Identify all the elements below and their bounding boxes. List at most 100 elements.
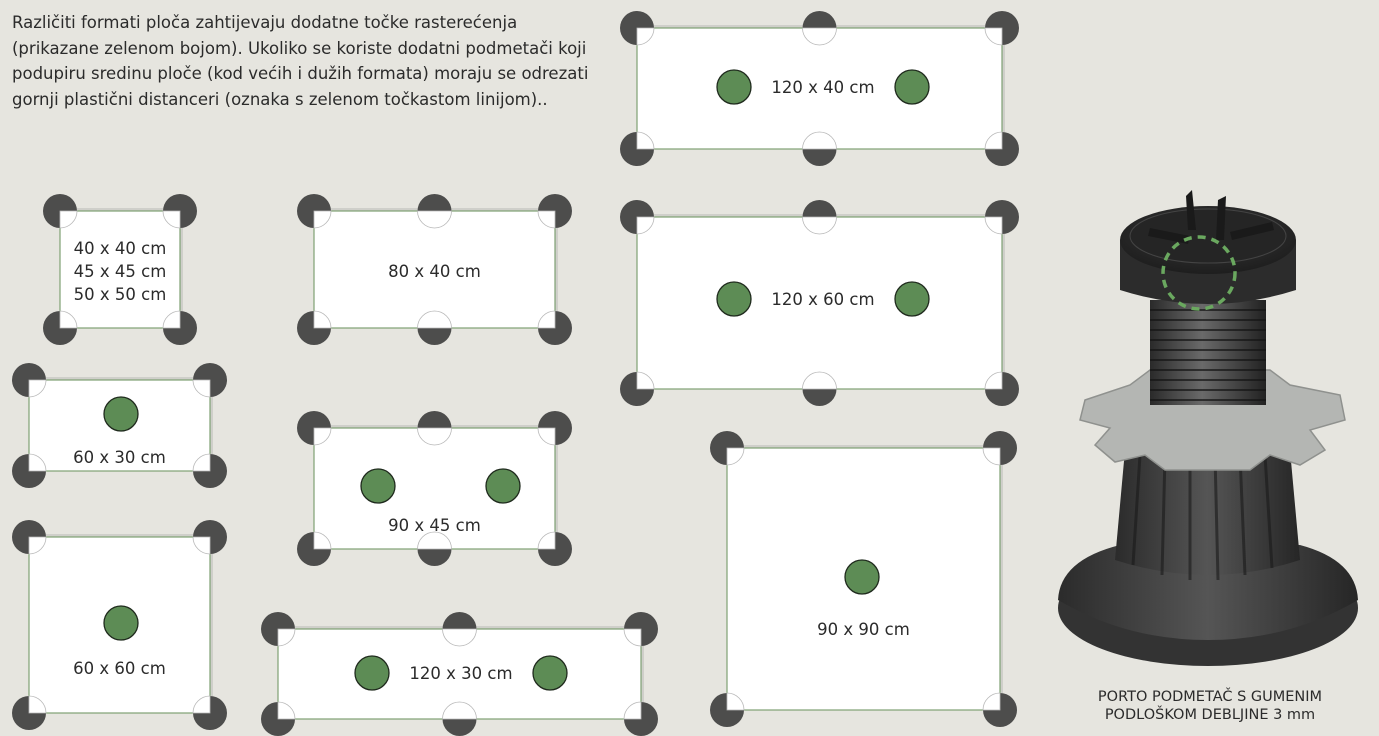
tile-format: 90 x 90 cm <box>710 431 1017 727</box>
pedestal-cut-quarter <box>726 447 745 466</box>
pedestal-support <box>261 612 296 647</box>
pedestal-cut-quarter <box>802 371 837 390</box>
pedestal-support <box>802 11 837 46</box>
pedestal-cut-quarter <box>537 310 556 329</box>
pedestal-support <box>802 200 837 235</box>
pedestal-support <box>297 531 332 566</box>
pedestal-support <box>984 11 1019 46</box>
pedestal-support <box>710 431 745 466</box>
pedestal-support <box>537 194 572 229</box>
pedestal-support <box>442 701 477 736</box>
pedestal-support <box>192 695 227 730</box>
pedestal-cut-quarter <box>313 210 332 229</box>
pedestal-support <box>984 371 1019 406</box>
pedestal-cut-quarter <box>623 628 642 647</box>
pedestal-support <box>982 692 1017 727</box>
pedestal-cut-quarter <box>417 310 452 329</box>
pedestal-support <box>620 200 655 235</box>
pedestal-support <box>537 531 572 566</box>
product-caption: PORTO PODMETAČ S GUMENIM PODLOŠKOM DEBLJ… <box>1050 688 1370 724</box>
format-label: 60 x 30 cm <box>73 448 166 467</box>
pedestal-support <box>43 194 78 229</box>
pedestal-cut-quarter <box>636 216 655 235</box>
pedestal-support <box>620 131 655 166</box>
extra-support-point <box>103 605 139 641</box>
pedestal-support <box>192 520 227 555</box>
pedestal-cut-quarter <box>984 371 1003 390</box>
pedestal-cut-quarter <box>417 531 452 550</box>
pedestal-support <box>297 411 332 446</box>
pedestal-support <box>297 194 332 229</box>
extra-support-point <box>532 655 568 691</box>
extra-support-point <box>485 468 521 504</box>
pedestal-support <box>620 371 655 406</box>
pedestal-cut-quarter <box>192 453 211 472</box>
extra-support-point <box>716 69 752 105</box>
pedestal-support <box>417 194 452 229</box>
pedestal-cut-quarter <box>984 131 1003 150</box>
tile-format: 80 x 40 cm <box>297 194 572 345</box>
pedestal-cut-quarter <box>313 427 332 446</box>
tile-format: 120 x 30 cm <box>261 612 658 736</box>
pedestal-cut-quarter <box>636 131 655 150</box>
format-label: 50 x 50 cm <box>74 285 167 304</box>
pedestal-support <box>710 692 745 727</box>
pedestal-cut-quarter <box>537 531 556 550</box>
pedestal-cut-quarter <box>28 695 47 714</box>
extra-support-point <box>103 396 139 432</box>
pedestal-support <box>162 194 197 229</box>
format-label: 120 x 60 cm <box>771 290 874 309</box>
format-label: 90 x 45 cm <box>388 516 481 535</box>
pedestal-support <box>417 411 452 446</box>
pedestal-cut-quarter <box>28 453 47 472</box>
extra-support-point <box>894 281 930 317</box>
tile <box>59 210 181 329</box>
format-label: 120 x 30 cm <box>409 664 512 683</box>
pedestal-cut-quarter <box>28 536 47 555</box>
format-label: 80 x 40 cm <box>388 262 481 281</box>
pedestal-support <box>620 11 655 46</box>
pedestal-cut-quarter <box>313 310 332 329</box>
format-label: 60 x 60 cm <box>73 659 166 678</box>
pedestal-cut-quarter <box>802 216 837 235</box>
tile <box>636 27 1003 150</box>
pedestal-support <box>12 520 47 555</box>
product-caption-line2: PODLOŠKOM DEBLJINE 3 mm <box>1104 707 1316 723</box>
extra-support-point <box>354 655 390 691</box>
pedestal-cut-quarter <box>277 701 296 720</box>
pedestal-support <box>537 310 572 345</box>
pedestal-cut-quarter <box>636 27 655 46</box>
extra-support-point <box>844 559 880 595</box>
pedestal-cut-quarter <box>802 27 837 46</box>
pedestal-support <box>982 431 1017 466</box>
pedestal-cut-quarter <box>982 447 1001 466</box>
pedestal-support <box>442 612 477 647</box>
pedestal-support <box>417 531 452 566</box>
pedestal-cut-quarter <box>537 427 556 446</box>
pedestal-cut-quarter <box>623 701 642 720</box>
pedestal-support <box>12 363 47 398</box>
pedestal-product-image <box>1058 190 1358 666</box>
pedestal-support <box>984 200 1019 235</box>
pedestal-support <box>623 701 658 736</box>
pedestal-cut-quarter <box>162 310 181 329</box>
tile-format: 120 x 60 cm <box>620 200 1019 406</box>
extra-support-point <box>894 69 930 105</box>
format-label: 45 x 45 cm <box>74 262 167 281</box>
product-caption-line1: PORTO PODMETAČ S GUMENIM <box>1097 689 1323 705</box>
pedestal-cut-quarter <box>442 701 477 720</box>
tile-format: 120 x 40 cm <box>620 11 1019 166</box>
pedestal-cut-quarter <box>726 692 745 711</box>
pedestal-support <box>537 411 572 446</box>
tile <box>636 216 1003 390</box>
tile-format: 90 x 45 cm <box>297 411 572 566</box>
pedestal-cut-quarter <box>59 310 78 329</box>
pedestal-cut-quarter <box>984 27 1003 46</box>
pedestal-cut-quarter <box>192 536 211 555</box>
format-label: 90 x 90 cm <box>817 620 910 639</box>
pedestal-cut-quarter <box>417 210 452 229</box>
pedestal-support <box>984 131 1019 166</box>
pedestal-cut-quarter <box>636 371 655 390</box>
